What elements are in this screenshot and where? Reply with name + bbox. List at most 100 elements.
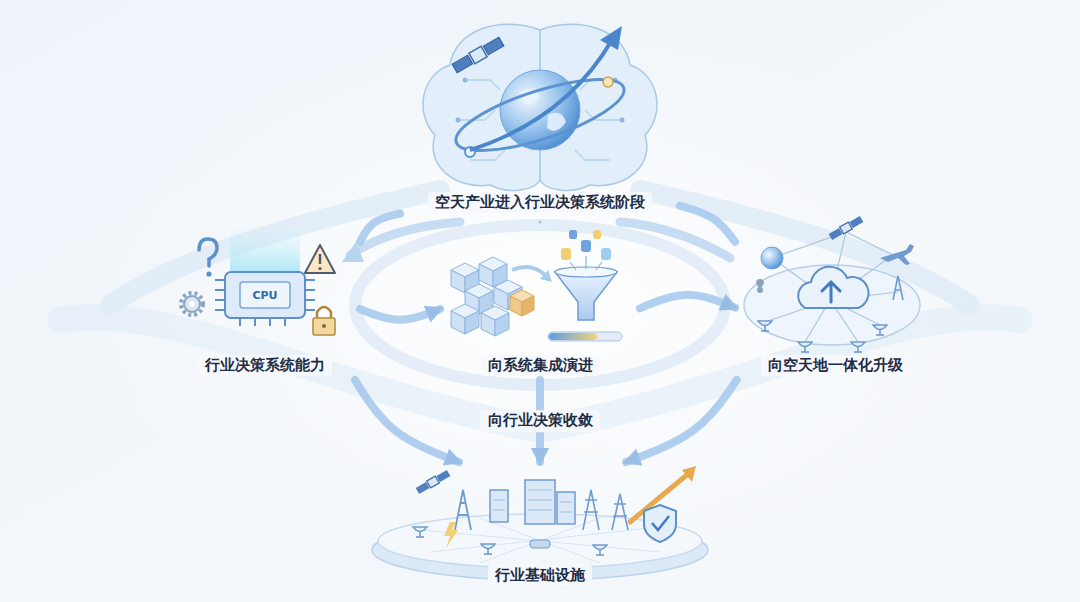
capability-icons-part [305,245,335,273]
space-air-ground-network-part [756,279,764,290]
flow-arrow [626,380,736,462]
capability-icons-part [181,293,203,315]
space-air-ground-network-part [828,216,863,241]
capability-icons-part [215,280,315,326]
integration-icons-part [601,248,611,260]
flow-bands-part [355,225,725,385]
brain-globe-part [456,118,461,123]
background-part [80,20,1000,580]
infrastructure-platform-part [490,490,508,522]
space-air-ground-network-part [893,276,903,300]
infrastructure-platform-part [444,522,458,548]
capability-icons-part [318,267,321,270]
integration-icons-part [512,267,546,276]
space-air-ground-network-part [761,247,783,269]
infrastructure-platform-part [525,480,555,524]
integration-icons-part [581,240,591,252]
network-node: 向空天地一体化升级 [735,234,935,380]
flow-arrow [360,309,440,320]
integration-icons-part [593,230,601,239]
capability-icons [181,226,335,335]
space-air-ground-network-part [851,342,865,352]
brain-globe-part [600,26,622,50]
flow-arrow [680,206,735,242]
capability-icons-part [206,271,211,276]
space-air-ground-network-part [758,321,772,331]
space-air-ground-network-part [798,342,812,352]
brain-globe-part-part [483,37,504,55]
infrastructure-node: 行业基础设施 [380,462,700,590]
node-title: 空天产业进入行业决策系统阶段 [428,192,652,214]
capability-icons-part [230,226,300,274]
infrastructure-platform-part-part [416,482,430,494]
integration-icons-part [561,248,571,260]
capability-icons-part [317,307,331,319]
capability-icons-part [240,282,290,308]
chip-label: CPU [252,290,277,301]
infrastructure-platform-part [682,466,696,482]
infrastructure-platform-part [455,490,471,530]
integration-icons-part [540,270,552,282]
integration-icons-part [548,332,622,341]
capability-icons-part [189,301,195,307]
space-air-ground-network-part [873,325,887,335]
flow-arrow [536,380,544,462]
brain-globe-part [452,36,505,73]
flow-arrow [360,214,400,242]
brain-globe [423,24,657,223]
infrastructure-platform-part [557,492,575,524]
integration-icons-part [570,256,602,270]
infrastructure-platform-part-part [436,470,450,482]
infrastructure-platform-part [481,544,495,554]
capability-icons-part [319,254,322,264]
infrastructure-platform-part [413,527,427,537]
infrastructure-platform-part [593,545,607,555]
space-air-ground-network-part [744,265,920,345]
flow-arrow [640,295,735,309]
flow-bands-part [620,222,730,258]
brain-globe-part [603,77,613,87]
infrastructure-platform-part-part [427,476,440,488]
infrastructure-platform-part [583,490,628,530]
brain-globe-part [470,40,612,150]
brain-globe-part [620,118,625,123]
capability-icons-part [313,318,335,335]
integration-icons [451,230,622,341]
flow-arrow [355,380,459,462]
node-title: 向空天地一体化升级 [761,355,910,377]
integration-node: 向系统集成演进 [440,238,640,380]
edge-label: 向行业决策收敛 [480,410,601,432]
capability-icons-part [225,272,305,318]
stage-node: 空天产业进入行业决策系统阶段 [400,12,680,217]
brain-globe-part [539,199,542,202]
capability-icons-part [184,296,200,312]
space-air-ground-network-part [798,267,868,308]
space-air-ground-network-part [765,232,898,342]
space-air-ground-network-part [880,244,914,265]
brain-globe-part [463,78,468,83]
integration-icons-part [451,304,479,334]
infrastructure-platform-part [493,490,572,512]
brain-globe-part [539,221,542,224]
infrastructure-platform-part [415,470,450,495]
infrastructure-platform-part [652,516,669,530]
space-air-ground-network-part-part [840,222,853,234]
space-air-ground-network-part-part [849,216,863,228]
space-air-ground-network [744,216,920,352]
capability-icons-part [322,324,326,328]
space-air-ground-network-part [822,282,840,302]
integration-icons-part [569,230,577,239]
capability-node: 行业决策系统能力 [170,238,360,380]
space-air-ground-network-part-part [829,228,843,240]
capability-icons-part [199,239,217,266]
infrastructure-platform [372,466,708,580]
node-title: 行业基础设施 [488,565,592,587]
node-title: 行业决策系统能力 [198,355,332,377]
infrastructure-platform-part [530,540,550,548]
integration-icons-part [555,272,617,320]
brain-globe-part-part [452,55,473,73]
